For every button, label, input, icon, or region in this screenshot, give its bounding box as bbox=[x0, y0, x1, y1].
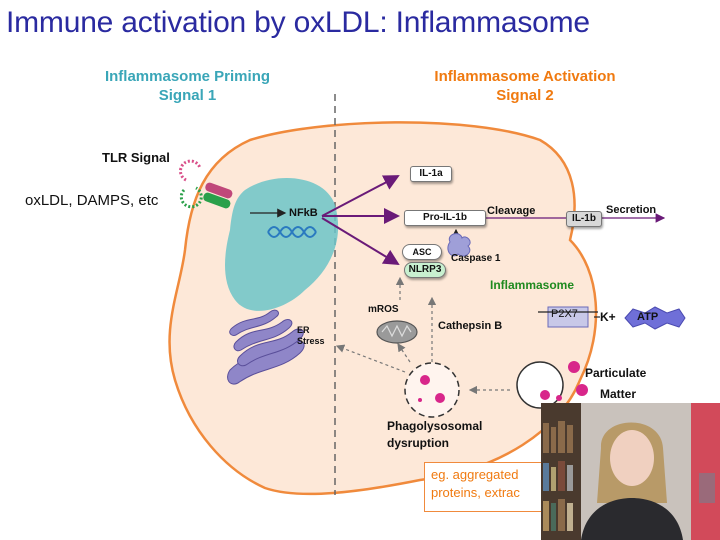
cleavage-label: Cleavage bbox=[487, 205, 536, 217]
k-plus-label: K+ bbox=[600, 310, 616, 324]
signal1-subtitle: Signal 1 bbox=[158, 87, 217, 104]
mros-label: mROS bbox=[368, 304, 399, 315]
particle-icon bbox=[568, 361, 580, 373]
webcam-video bbox=[541, 403, 720, 540]
bookshelf bbox=[543, 421, 573, 531]
example-line1: eg. aggregated bbox=[431, 467, 519, 482]
particle-icon bbox=[576, 384, 588, 396]
particle-icon bbox=[556, 395, 562, 401]
tlr-receptor-icon bbox=[178, 159, 233, 209]
secretion-label: Secretion bbox=[606, 204, 657, 216]
particulate-line2: Matter bbox=[600, 387, 637, 401]
ligands-label: oxLDL, DAMPS, etc bbox=[25, 192, 159, 209]
pro-il1b-box: Pro-IL-1b bbox=[404, 210, 486, 226]
il1a-box: IL-1a bbox=[410, 166, 452, 182]
particle-icon bbox=[435, 393, 445, 403]
nfkb-label: NFkB bbox=[289, 207, 318, 219]
signal1-header: Inflammasome Priming Signal 1 bbox=[70, 67, 305, 105]
signal1-title: Inflammasome Priming bbox=[104, 68, 271, 85]
phago-line1: Phagolysosomal bbox=[387, 419, 483, 433]
inflammasome-label: Inflammasome bbox=[490, 278, 575, 292]
phagosome-icon bbox=[516, 361, 564, 409]
signal2-header: Inflammasome Activation Signal 2 bbox=[400, 67, 650, 105]
webcam-scene bbox=[541, 403, 720, 540]
phagolysosome-icon bbox=[404, 362, 460, 418]
er-stress-line1: ER bbox=[297, 325, 310, 335]
asc-box: ASC bbox=[402, 244, 442, 260]
p2x7-channel-icon bbox=[538, 306, 600, 328]
nlrp3-box: NLRP3 bbox=[404, 262, 446, 278]
particle-icon bbox=[420, 375, 430, 385]
dna-icon bbox=[267, 226, 317, 238]
er-stress-label: ER Stress bbox=[297, 325, 325, 347]
nucleus bbox=[225, 178, 339, 311]
il1b-box: IL-1b bbox=[566, 211, 602, 227]
tlr-signal-label: TLR Signal bbox=[102, 150, 170, 165]
particulate-label: Particulate Matter bbox=[585, 363, 646, 405]
caspase1-icon bbox=[447, 233, 471, 257]
slide-title: Immune activation by oxLDL: Inflammasome bbox=[6, 6, 590, 39]
phago-label: Phagolysosomal dysruption bbox=[387, 418, 482, 452]
er-icon bbox=[227, 309, 305, 385]
cathepsin-b-label: Cathepsin B bbox=[438, 320, 503, 332]
particle-icon bbox=[418, 398, 422, 402]
mitochondrion-icon bbox=[376, 320, 418, 344]
particle-icon bbox=[540, 390, 550, 400]
er-stress-line2: Stress bbox=[297, 336, 325, 346]
signal2-title: Inflammasome Activation bbox=[434, 68, 616, 85]
signal2-subtitle: Signal 2 bbox=[496, 87, 554, 104]
p2x7-label: P2X7 bbox=[551, 308, 578, 320]
particulate-line1: Particulate bbox=[585, 366, 647, 380]
atp-label: ATP bbox=[637, 311, 659, 323]
example-line2: proteins, extrac bbox=[431, 485, 520, 500]
atp-star-icon bbox=[624, 306, 686, 330]
caspase1-label: Caspase 1 bbox=[451, 253, 501, 264]
phago-line2: dysruption bbox=[387, 436, 449, 450]
